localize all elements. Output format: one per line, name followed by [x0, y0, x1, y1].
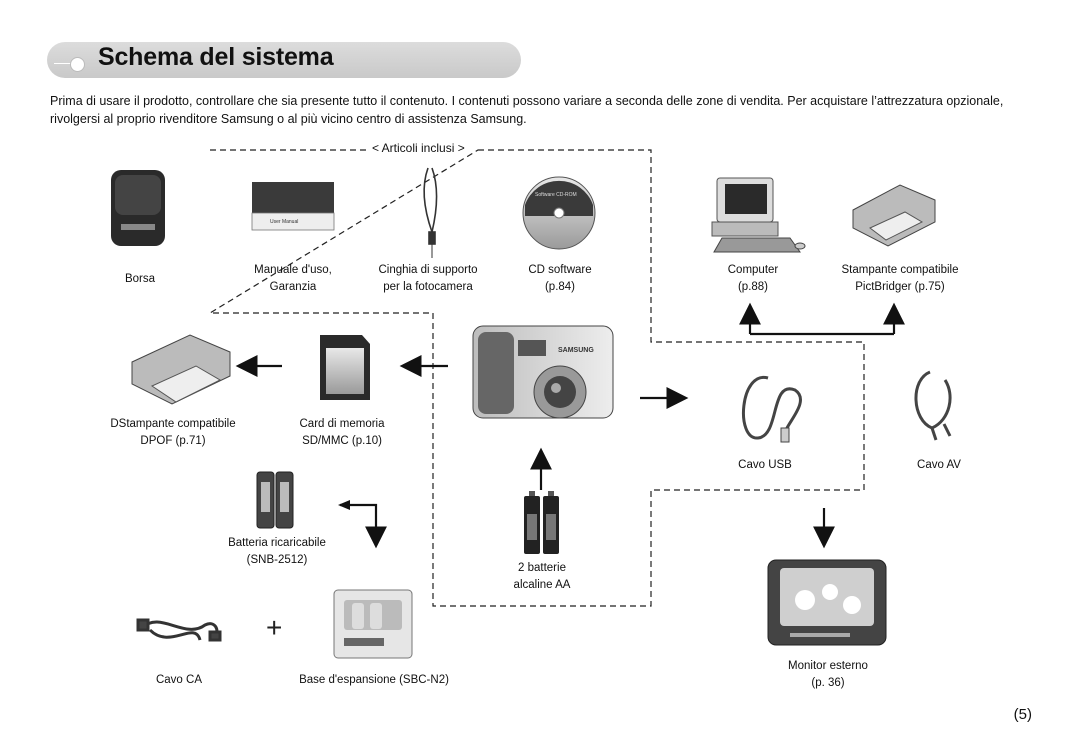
intro-paragraph: Prima di usare il prodotto, controllare …: [50, 94, 1004, 126]
header-decor-dot: [70, 57, 85, 72]
charging-base-image: [333, 589, 413, 659]
label-monitor-line1: Monitor esterno: [788, 660, 868, 672]
label-cinghia-line2: per la fotocamera: [383, 281, 473, 293]
label-dpof-line2: DPOF (p.71): [140, 435, 206, 447]
page-title: Schema del sistema: [98, 43, 334, 71]
aa-batteries-image: [524, 491, 559, 554]
label-batteria-line1: Batteria ricaricabile: [228, 537, 326, 549]
arrow-battery-swap: [342, 503, 387, 549]
camera-image: SAMSUNG: [472, 325, 614, 419]
label-aa-line1: 2 batterie: [518, 562, 566, 574]
plus-sign: +: [266, 612, 283, 643]
label-cd-line1: CD software: [528, 264, 592, 276]
manual-image: User Manual: [251, 182, 335, 231]
label-stampante: Stampante compatibile PictBridger (p.75): [838, 262, 962, 296]
monitor-image: [767, 559, 887, 646]
label-card-line1: Card di memoria: [299, 418, 385, 430]
label-batteria: Batteria ricaricabile (SNB-2512): [222, 535, 332, 569]
label-dpof-line1: DStampante compatibile: [110, 418, 236, 430]
label-monitor-line2: (p. 36): [811, 677, 845, 689]
rechargeable-battery-image: [256, 471, 294, 529]
label-aa: 2 batterie alcaline AA: [505, 560, 579, 594]
cd-label-text: Software CD-ROM: [535, 192, 577, 198]
label-stampante-line1: Stampante compatibile: [841, 264, 959, 276]
section-header-bar: [47, 42, 521, 78]
bag-image: [111, 170, 165, 246]
label-computer: Computer (p.88): [715, 262, 791, 296]
pictbridge-printer-image: [852, 184, 936, 247]
label-cinghia-line1: Cinghia di supporto: [378, 264, 478, 276]
label-card-line2: SD/MMC (p.10): [302, 435, 382, 447]
cd-image: Software CD-ROM: [522, 176, 596, 250]
label-base: Base d'espansione (SBC-N2): [299, 674, 449, 686]
label-dpof: DStampante compatibile DPOF (p.71): [110, 416, 236, 450]
label-borsa: Borsa: [124, 273, 156, 285]
label-manuale-line2: Garanzia: [269, 281, 317, 293]
header-decor-line: [54, 63, 74, 64]
usb-cable-image: [741, 376, 802, 443]
page-number: (5): [1013, 706, 1032, 723]
label-manuale-line1: Manuale d'uso,: [254, 264, 332, 276]
label-cavo-ca: Cavo CA: [155, 674, 203, 686]
memory-card-image: [320, 335, 370, 400]
included-items-label: < Articoli inclusi >: [372, 141, 465, 155]
label-stampante-line2: PictBridger (p.75): [855, 281, 945, 293]
strap-image: [423, 167, 438, 258]
label-usb: Cavo USB: [738, 459, 792, 471]
included-items-outline: [207, 149, 865, 607]
label-computer-line1: Computer: [727, 264, 779, 276]
label-cd-line2: (p.84): [544, 281, 576, 293]
camera-brand-text: SAMSUNG: [558, 347, 594, 354]
dpof-printer-image: [131, 334, 231, 405]
label-card: Card di memoria SD/MMC (p.10): [292, 416, 392, 450]
av-cable-image: [914, 370, 952, 441]
label-cinghia: Cinghia di supporto per la fotocamera: [372, 262, 484, 296]
label-manuale: Manuale d'uso, Garanzia: [243, 262, 343, 296]
label-monitor: Monitor esterno (p. 36): [781, 658, 875, 692]
label-av: Cavo AV: [917, 459, 961, 471]
label-computer-line2: (p.88): [737, 281, 769, 293]
ac-cable-image: [136, 618, 222, 642]
label-aa-line2: alcaline AA: [513, 579, 571, 591]
manual-cover-text: User Manual: [270, 219, 298, 225]
label-batteria-line2: (SNB-2512): [246, 554, 308, 566]
label-cd: CD software (p.84): [515, 262, 605, 296]
computer-image: [711, 177, 806, 253]
